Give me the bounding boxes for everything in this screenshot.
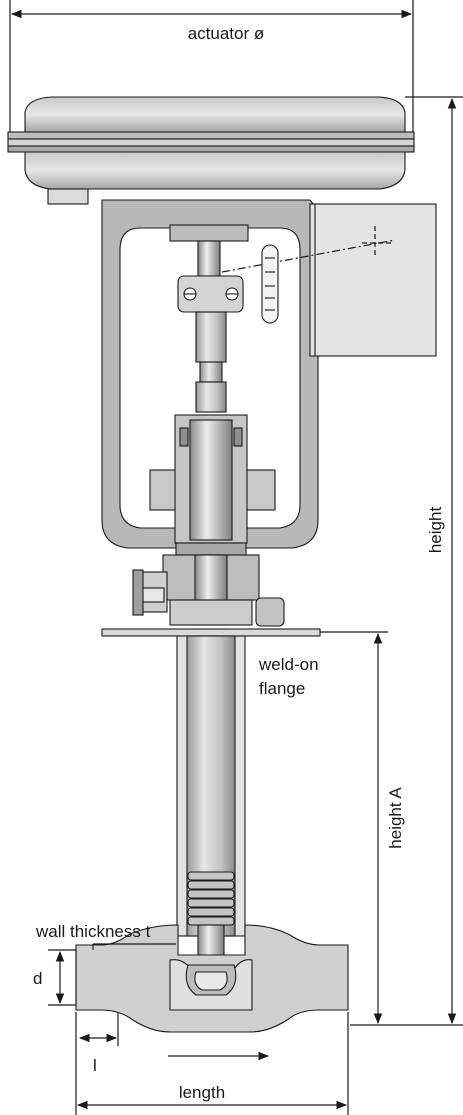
l-label: l [93,1056,97,1075]
weld-on-flange-label-line1: weld-on [258,655,319,674]
valve-body [75,924,349,1033]
l-dimension: l [78,1012,119,1075]
actuator-diameter-dimension: actuator ø [9,0,414,132]
actuator-diameter-label: actuator ø [188,24,265,43]
d-dimension: d [33,949,76,1006]
travel-scale [261,244,279,324]
stem-assembly [169,224,249,556]
height-a-label: height A [386,787,405,849]
height-dimension: height [350,96,463,1026]
length-label: length [179,1083,225,1102]
positioner-box [221,203,437,357]
weld-on-flange-label-line2: flange [259,679,305,698]
height-label: height [426,507,445,554]
wall-thickness-label: wall thickness t [35,922,151,941]
weld-on-flange-plate [101,628,321,637]
bonnet-flange [132,554,285,627]
wall-thickness-callout: wall thickness t [35,922,176,950]
bellows [187,871,235,926]
extension-bonnet [176,635,246,966]
actuator-housing [7,96,415,205]
d-label: d [33,969,42,988]
length-dimension: length [75,1012,349,1115]
height-a-dimension: height A [320,631,405,1025]
